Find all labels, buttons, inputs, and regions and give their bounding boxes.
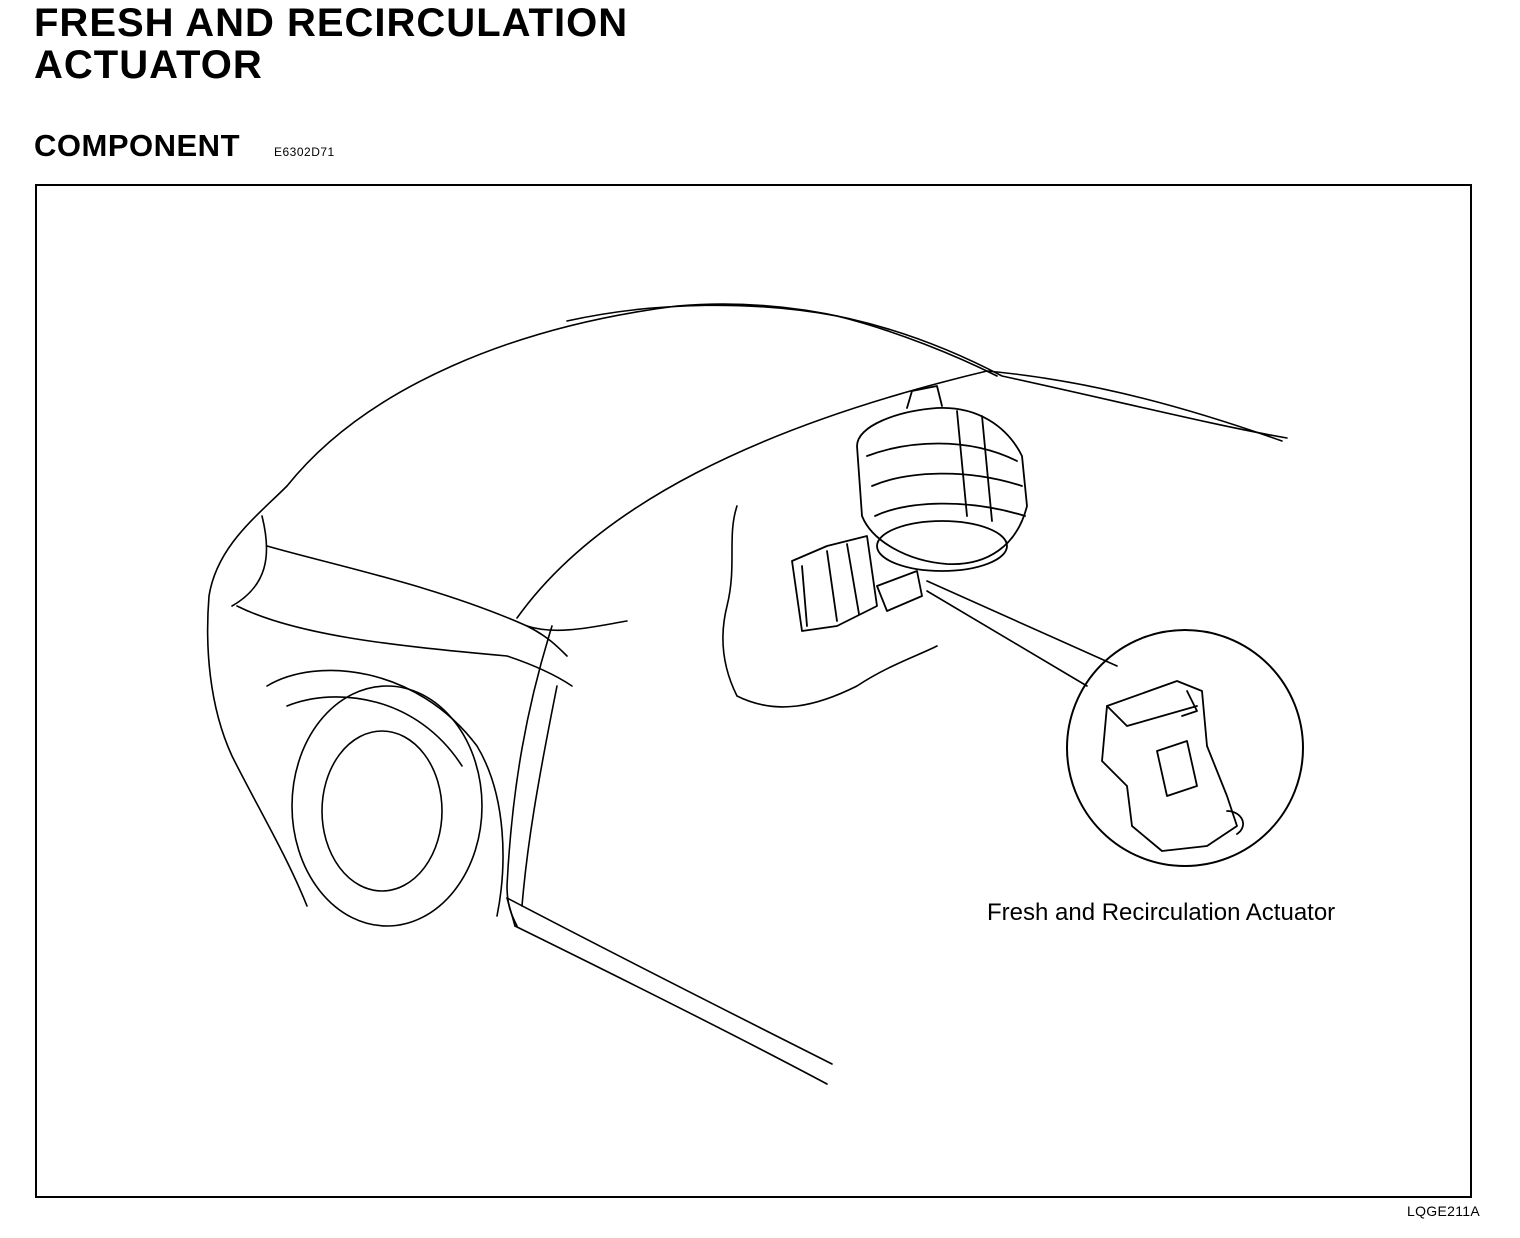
component-figure: Fresh and Recirculation Actuator	[35, 184, 1472, 1198]
vehicle-front-fascia	[206, 485, 308, 907]
hvac-intake-duct	[791, 535, 878, 632]
hvac-blower-unit	[856, 385, 1028, 572]
callout-magnifier-circle	[1066, 629, 1304, 867]
vehicle-headlight	[231, 515, 268, 607]
vehicle-windshield-line	[516, 370, 1283, 619]
dashboard-outline	[722, 505, 938, 708]
vehicle-component-illustration	[206, 303, 1304, 1085]
actuator-callout-label: Fresh and Recirculation Actuator	[987, 899, 1336, 926]
vehicle-hood-crease	[266, 545, 568, 657]
vehicle-side-sill	[506, 897, 833, 1065]
callout-leader-lower	[926, 590, 1088, 687]
vehicle-wheel-arch	[266, 669, 504, 917]
actuator-location-marker	[876, 570, 923, 612]
vehicle-sill-edge	[506, 897, 516, 927]
page-title-line-2: ACTUATOR	[34, 43, 263, 87]
vehicle-door-edge	[521, 685, 558, 907]
section-title: COMPONENT	[34, 128, 240, 163]
page-title: FRESH AND RECIRCULATION ACTUATOR	[34, 2, 628, 86]
vehicle-roof-line	[286, 303, 1288, 487]
vehicle-wheel-arch-inner	[286, 696, 463, 767]
section-code: E6302D71	[274, 145, 335, 159]
vehicle-side-sill-lower	[514, 925, 828, 1085]
figure-code: LQGE211A	[1407, 1203, 1480, 1219]
section-heading: COMPONENT E6302D71	[34, 128, 335, 168]
vehicle-bumper-line	[236, 605, 573, 687]
vehicle-front-wheel	[321, 730, 443, 892]
magnified-actuator	[1101, 680, 1244, 852]
callout-leader-upper	[926, 580, 1118, 667]
vehicle-fender-line	[526, 620, 628, 632]
page-title-line-1: FRESH AND RECIRCULATION	[34, 1, 629, 45]
vehicle-front-tire	[291, 685, 483, 927]
vehicle-roof-inner-line	[566, 304, 998, 377]
